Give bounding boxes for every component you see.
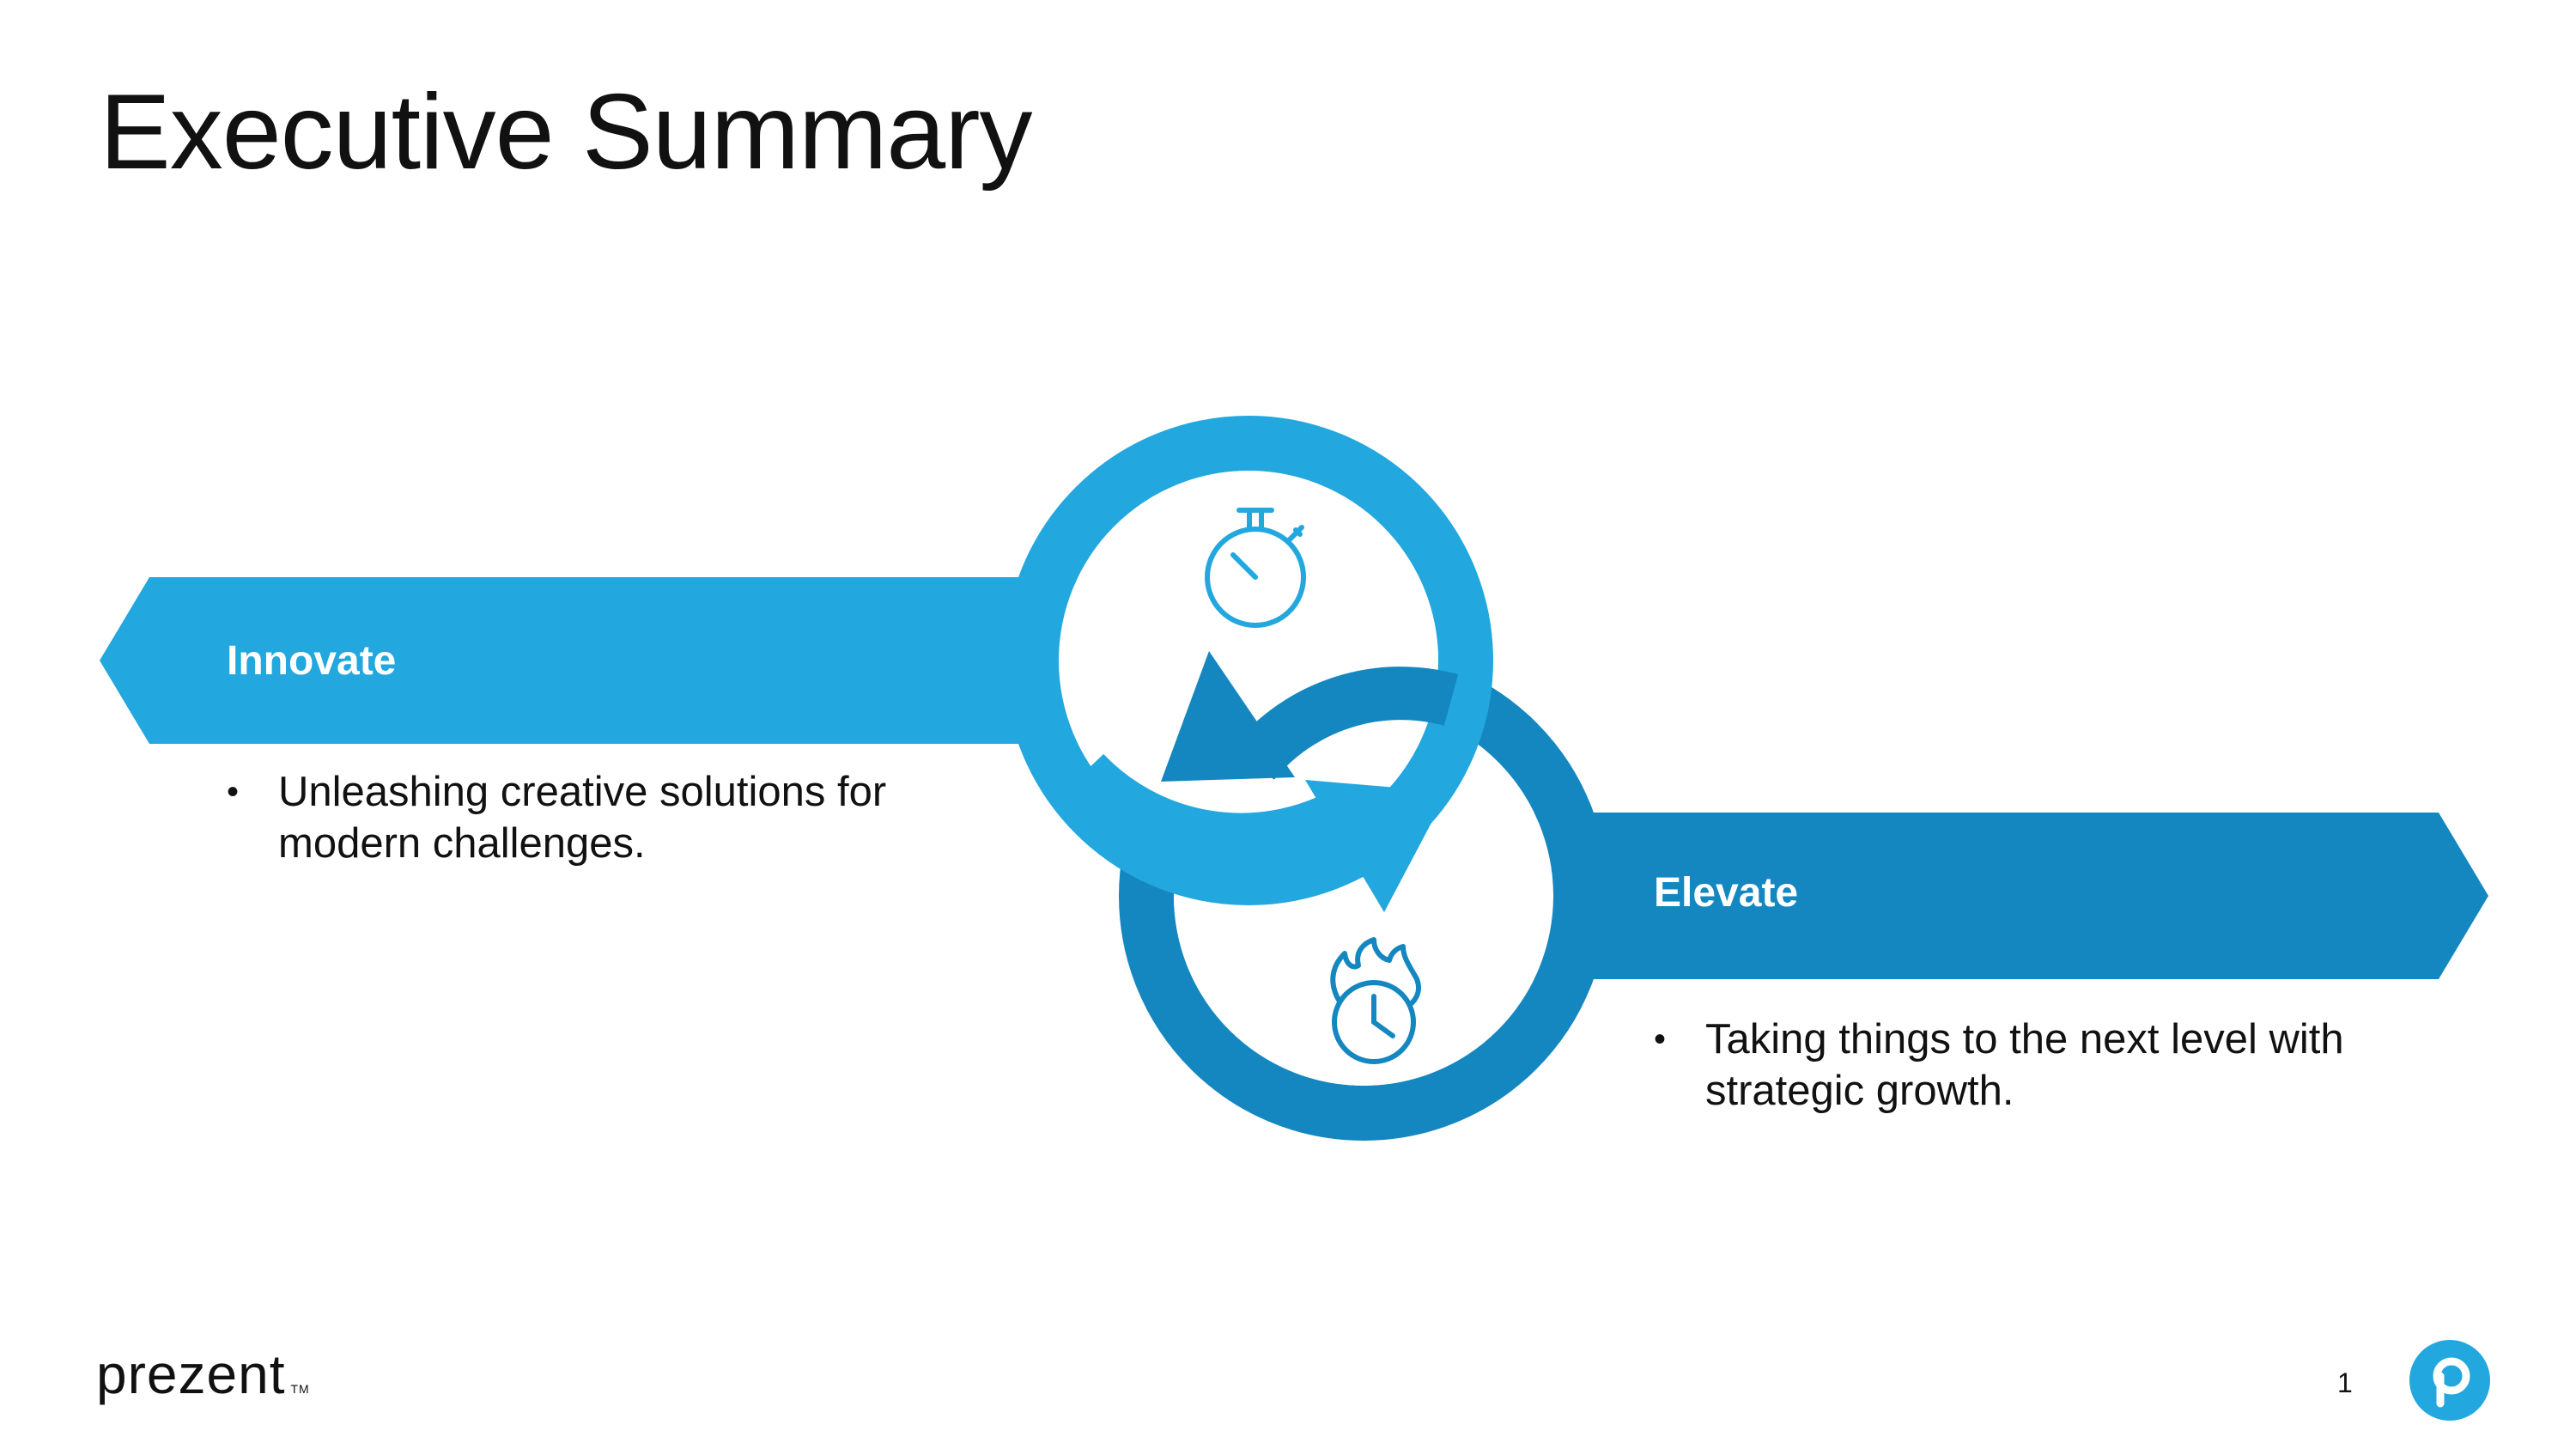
page-number: 1 (2337, 1367, 2353, 1398)
list-item: • Taking things to the next level with s… (1654, 1014, 2427, 1117)
cycle-arrow-dark (1233, 667, 1459, 781)
elevate-bullets: • Taking things to the next level with s… (1654, 1014, 2427, 1117)
bullet-icon: • (227, 773, 240, 811)
bullet-icon: • (1654, 1020, 1667, 1058)
bullet-text: Unleashing creative solutions for modern… (278, 769, 887, 867)
stopwatch-icon (1205, 508, 1306, 628)
bullet-text: Taking things to the next level with str… (1705, 1016, 2344, 1114)
page-title: Executive Summary (100, 73, 1033, 192)
logo-trademark: TM (290, 1382, 310, 1396)
innovate-label: Innovate (227, 638, 397, 684)
logo-text: prezent (96, 1343, 286, 1405)
prezent-brand-icon (2409, 1340, 2490, 1421)
innovate-ring-inner (1059, 471, 1438, 850)
elevate-banner (1374, 813, 2488, 979)
alarm-clock-fire-icon (1330, 937, 1421, 1064)
elevate-label: Elevate (1654, 870, 1799, 916)
innovate-ring (1004, 416, 1493, 905)
cycle-arrowhead-light (1305, 780, 1448, 912)
cycle-arrow-light (1063, 753, 1354, 868)
cycle-arrowhead-dark (1161, 651, 1295, 782)
innovate-banner (100, 577, 1082, 744)
innovate-bullets: • Unleashing creative solutions for mode… (227, 766, 982, 869)
list-item: • Unleashing creative solutions for mode… (227, 766, 982, 869)
